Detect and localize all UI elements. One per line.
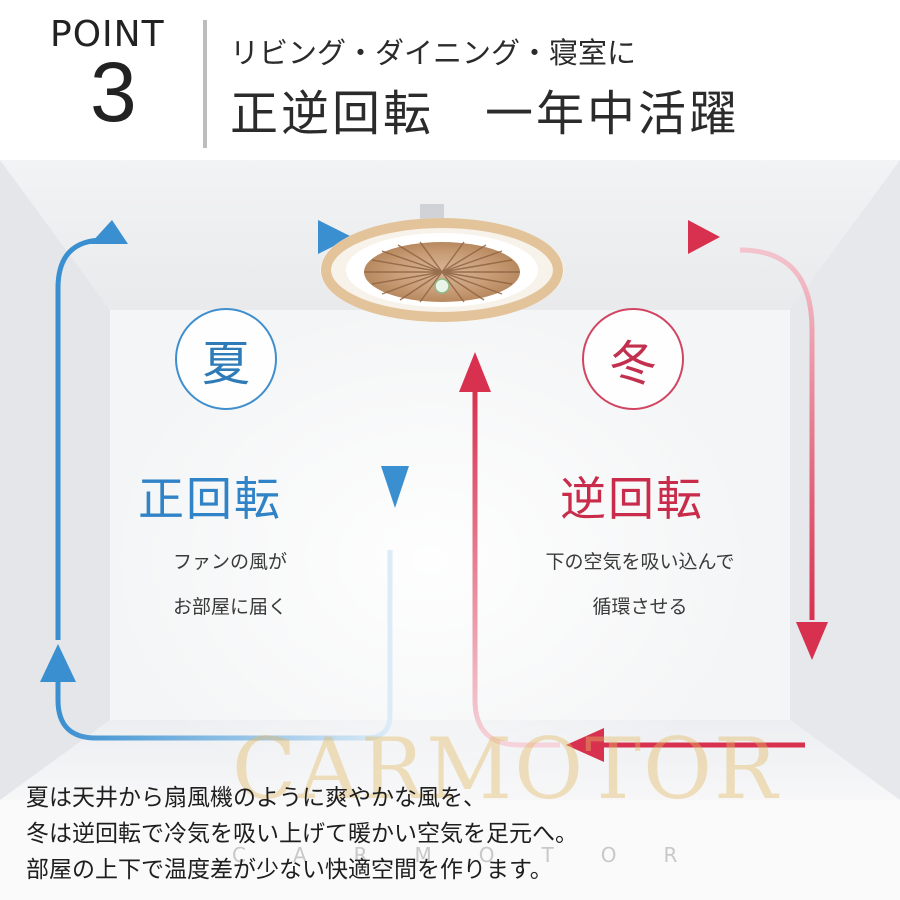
header-divider: [203, 20, 207, 148]
brand-watermark-sub: CARMOTOR: [232, 843, 725, 867]
ceiling-fan-icon: [320, 204, 564, 322]
reverse-rotation-title: 逆回転: [560, 472, 704, 526]
point-label: POINT: [50, 14, 165, 55]
caption-line: 冬は逆回転で冷気を吸い上げて暖かい空気を足元へ。: [26, 821, 578, 847]
point-number: 3: [90, 45, 137, 139]
forward-rotation-title: 正回転: [138, 472, 282, 526]
summer-season-badge: 夏: [175, 308, 277, 410]
winter-up-arrow: [472, 390, 560, 748]
room-illustration: 夏 冬 正回転 逆回転 ファンの風が お部屋に届く 下の空気を吸い込んで 循環さ…: [0, 160, 900, 900]
summer-desc-line: ファンの風が: [172, 551, 287, 573]
forward-rotation-description: ファンの風が お部屋に届く: [130, 540, 330, 630]
reverse-rotation-description: 下の空気を吸い込んで 循環させる: [515, 540, 765, 630]
caption-line: 部屋の上下で温度差が少ない快適空間を作ります。: [26, 857, 553, 883]
winter-season-badge: 冬: [582, 308, 684, 410]
winter-desc-line: 下の空気を吸い込んで: [545, 551, 735, 573]
feature-header: POINT 3 リビング・ダイニング・寝室に 正逆回転 一年中活躍: [0, 0, 900, 160]
feature-headline: 正逆回転 一年中活躍: [230, 86, 741, 142]
summer-desc-line: お部屋に届く: [172, 596, 287, 618]
feature-subtitle: リビング・ダイニング・寝室に: [230, 36, 637, 70]
winter-desc-line: 循環させる: [592, 596, 688, 618]
brand-watermark: CARMOTOR: [232, 720, 780, 818]
winter-right-arrow: [739, 247, 815, 620]
feature-caption: 夏は天井から扇風機のように爽やかな風を、 冬は逆回転で冷気を吸い上げて暖かい空気…: [26, 780, 886, 888]
summer-bottom-arrow: [55, 550, 393, 741]
caption-line: 夏は天井から扇風機のように爽やかな風を、: [26, 785, 486, 811]
